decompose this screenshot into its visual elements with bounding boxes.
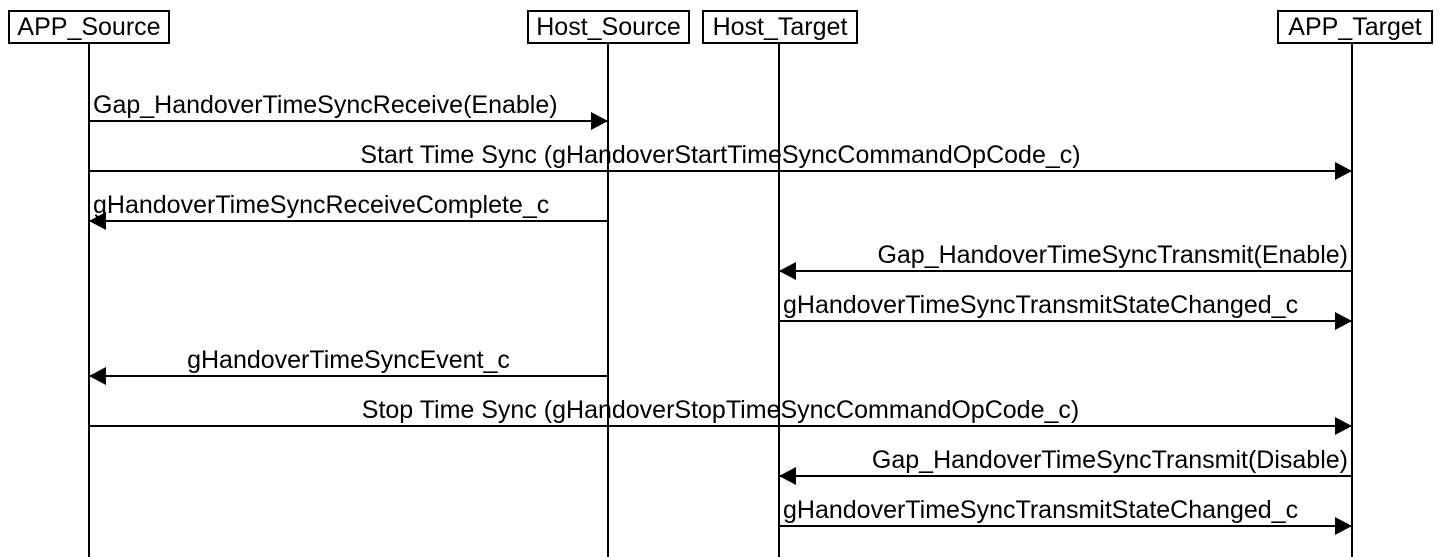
message-label-5: gHandoverTimeSyncTransmitStateChanged_c <box>783 291 1299 319</box>
message-arrow-6[interactable]: gHandoverTimeSyncEvent_c <box>89 346 608 385</box>
arrowhead-right-icon <box>1335 312 1352 330</box>
message-arrow-8[interactable]: Gap_HandoverTimeSyncTransmit(Disable) <box>779 446 1352 485</box>
message-label-3: gHandoverTimeSyncReceiveComplete_c <box>93 191 550 219</box>
message-arrow-7[interactable]: Stop Time Sync (gHandoverStopTimeSyncCom… <box>89 396 1352 435</box>
arrowhead-left-icon <box>779 262 796 280</box>
message-label-1: Gap_HandoverTimeSyncReceive(Enable) <box>93 91 558 119</box>
lifeline-app-source <box>88 44 90 557</box>
arrowhead-right-icon <box>1335 417 1352 435</box>
message-label-9: gHandoverTimeSyncTransmitStateChanged_c <box>783 496 1299 524</box>
lifeline-host-source <box>607 44 609 557</box>
arrowhead-left-icon <box>89 367 106 385</box>
message-label-6: gHandoverTimeSyncEvent_c <box>187 346 510 374</box>
arrowhead-right-icon <box>1335 162 1352 180</box>
arrowhead-right-icon <box>1335 517 1352 535</box>
message-label-2: Start Time Sync (gHandoverStartTimeSyncC… <box>360 141 1081 169</box>
message-label-4: Gap_HandoverTimeSyncTransmit(Enable) <box>877 241 1348 269</box>
lifeline-app-target <box>1351 44 1353 557</box>
message-arrow-3[interactable]: gHandoverTimeSyncReceiveComplete_c <box>89 191 608 230</box>
participant-box-host-source[interactable]: Host_Source <box>527 10 690 44</box>
message-arrow-5[interactable]: gHandoverTimeSyncTransmitStateChanged_c <box>779 291 1352 330</box>
participant-box-app-source[interactable]: APP_Source <box>8 10 170 44</box>
participant-box-host-target[interactable]: Host_Target <box>702 10 858 44</box>
message-label-7: Stop Time Sync (gHandoverStopTimeSyncCom… <box>361 396 1080 424</box>
arrowhead-left-icon <box>779 467 796 485</box>
message-arrow-9[interactable]: gHandoverTimeSyncTransmitStateChanged_c <box>779 496 1352 535</box>
message-arrow-1[interactable]: Gap_HandoverTimeSyncReceive(Enable) <box>89 91 608 130</box>
lifeline-host-target <box>778 44 780 557</box>
arrowhead-right-icon <box>591 112 608 130</box>
message-arrow-4[interactable]: Gap_HandoverTimeSyncTransmit(Enable) <box>779 241 1352 280</box>
message-label-8: Gap_HandoverTimeSyncTransmit(Disable) <box>871 446 1348 474</box>
participant-box-app-target[interactable]: APP_Target <box>1277 10 1433 44</box>
arrowhead-left-icon <box>89 212 106 230</box>
message-arrow-2[interactable]: Start Time Sync (gHandoverStartTimeSyncC… <box>89 141 1352 180</box>
